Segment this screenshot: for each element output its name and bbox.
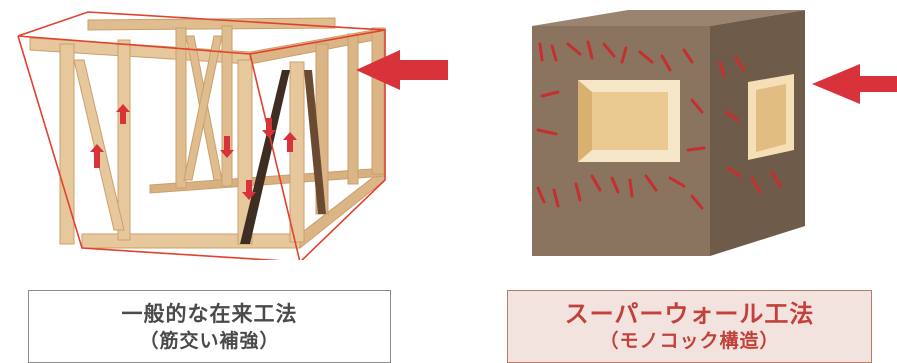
deformation-outline <box>17 11 386 260</box>
side-window-inner <box>756 84 786 152</box>
stress-mark <box>690 98 704 114</box>
post <box>371 27 385 175</box>
conventional-method-title: 一般的な在来工法 <box>121 301 298 326</box>
superwall-box-illustration <box>480 0 897 260</box>
stress-mark <box>552 188 560 208</box>
conventional-frame-illustration <box>0 0 448 260</box>
stress-mark <box>610 176 620 194</box>
force-arrow-icon <box>356 50 448 90</box>
stress-arrow-icon <box>242 180 256 200</box>
post <box>175 27 187 189</box>
post <box>221 25 233 187</box>
stress-arrow-icon <box>220 136 234 158</box>
stress-mark <box>536 186 546 204</box>
stress-mark <box>734 56 746 72</box>
stress-mark <box>660 54 672 72</box>
stress-mark <box>574 182 582 202</box>
conventional-method-caption: 一般的な在来工法 （筋交い補強） <box>28 290 391 363</box>
stress-mark <box>750 176 762 194</box>
force-arrow-icon <box>812 64 897 104</box>
stress-mark <box>724 110 740 122</box>
stress-mark <box>628 178 634 198</box>
diagonal-brace <box>73 59 125 231</box>
stress-mark <box>770 170 782 188</box>
front-window-depth <box>578 80 592 162</box>
top-beam-back <box>87 17 336 31</box>
floor-beam-front <box>81 233 301 249</box>
stress-mark <box>590 174 602 192</box>
deformation-outline <box>249 29 386 55</box>
stress-arrow-icon <box>262 118 276 138</box>
post <box>59 43 75 245</box>
stress-mark <box>682 48 694 64</box>
stress-mark <box>644 174 658 192</box>
stress-mark <box>536 128 558 136</box>
stress-mark <box>586 40 594 60</box>
superwall-method-subtitle: （モノコック構造） <box>599 329 780 352</box>
stress-mark <box>540 90 560 98</box>
post <box>347 33 359 185</box>
diagonal-brace <box>240 70 290 244</box>
stress-mark <box>620 46 628 64</box>
stress-arrow-icon <box>116 104 130 124</box>
stress-mark <box>690 194 704 210</box>
stress-mark <box>718 60 726 78</box>
stress-mark <box>602 42 616 58</box>
front-window-inner <box>592 92 668 150</box>
superwall-method-title: スーパーウォール工法 <box>564 299 815 328</box>
stress-arrow-icon <box>283 132 297 152</box>
box-top-face <box>532 10 805 26</box>
stress-mark <box>550 44 558 62</box>
diagonal-brace <box>304 70 326 214</box>
monocoque-box-drawing <box>532 10 897 256</box>
stress-arrow-icon <box>90 144 104 168</box>
stress-mark <box>638 50 654 64</box>
superwall-method-caption: スーパーウォール工法 （モノコック構造） <box>507 290 872 363</box>
stress-mark <box>538 42 544 62</box>
conventional-method-subtitle: （筋交い補強） <box>139 329 280 352</box>
stress-mark <box>566 42 582 56</box>
stress-mark <box>668 176 686 188</box>
stress-mark <box>686 146 706 152</box>
post <box>117 39 131 241</box>
diagonal-brace <box>183 35 223 181</box>
timber-frame-drawing <box>17 11 448 260</box>
stress-mark <box>726 166 742 178</box>
